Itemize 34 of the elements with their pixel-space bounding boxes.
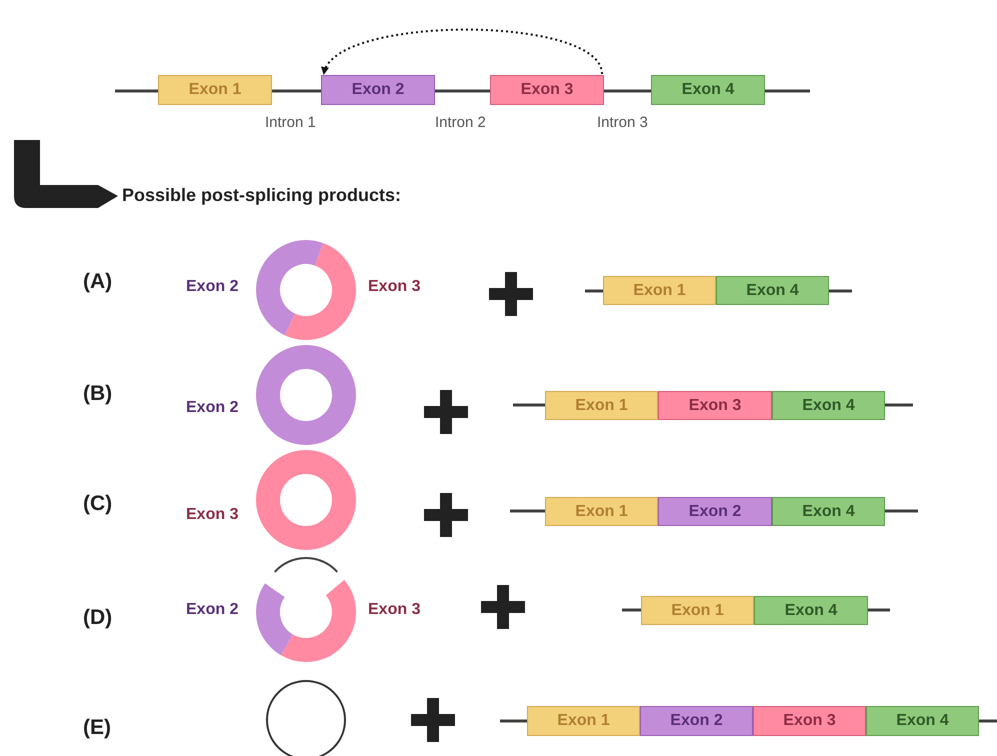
exon-box: Exon 1: [641, 596, 754, 625]
exon-box: Exon 1: [527, 706, 640, 736]
exon-box: Exon 4: [772, 391, 885, 420]
intron-label: Intron 1: [265, 114, 316, 131]
exon-box: Exon 3: [753, 706, 866, 736]
exon-box: Exon 4: [866, 706, 979, 736]
ring-label: Exon 2: [186, 601, 238, 619]
panel-label: (C): [83, 492, 112, 516]
exon-box: Exon 2: [321, 75, 435, 105]
ring-label: Exon 3: [368, 278, 420, 296]
exon-box: Exon 2: [658, 497, 772, 526]
ring-label: Exon 2: [186, 278, 238, 296]
panel-label: (B): [83, 382, 112, 406]
exon-box: Exon 2: [640, 706, 753, 736]
panel-label: (A): [83, 270, 112, 294]
exon-box: Exon 1: [545, 497, 658, 526]
arrow: [323, 28, 603, 75]
exon-box: Exon 1: [158, 75, 272, 105]
ring-label: Exon 2: [186, 399, 238, 417]
exon-box: Exon 3: [490, 75, 604, 105]
panel-label: (D): [83, 606, 112, 630]
intron-label: Intron 2: [435, 114, 486, 131]
panel-label: (E): [83, 716, 111, 740]
ring-label: Exon 3: [186, 506, 238, 524]
exon-box: Exon 1: [603, 276, 716, 305]
intron-label: Intron 3: [597, 114, 648, 131]
exon-box: Exon 4: [772, 497, 885, 526]
exon-box: Exon 1: [545, 391, 658, 420]
ring-label: Exon 3: [368, 601, 420, 619]
exon-box: Exon 4: [754, 596, 868, 625]
exon-box: Exon 4: [651, 75, 765, 105]
section-heading: Possible post-splicing products:: [122, 185, 402, 206]
exon-box: Exon 3: [658, 391, 772, 420]
exon-box: Exon 4: [716, 276, 829, 305]
